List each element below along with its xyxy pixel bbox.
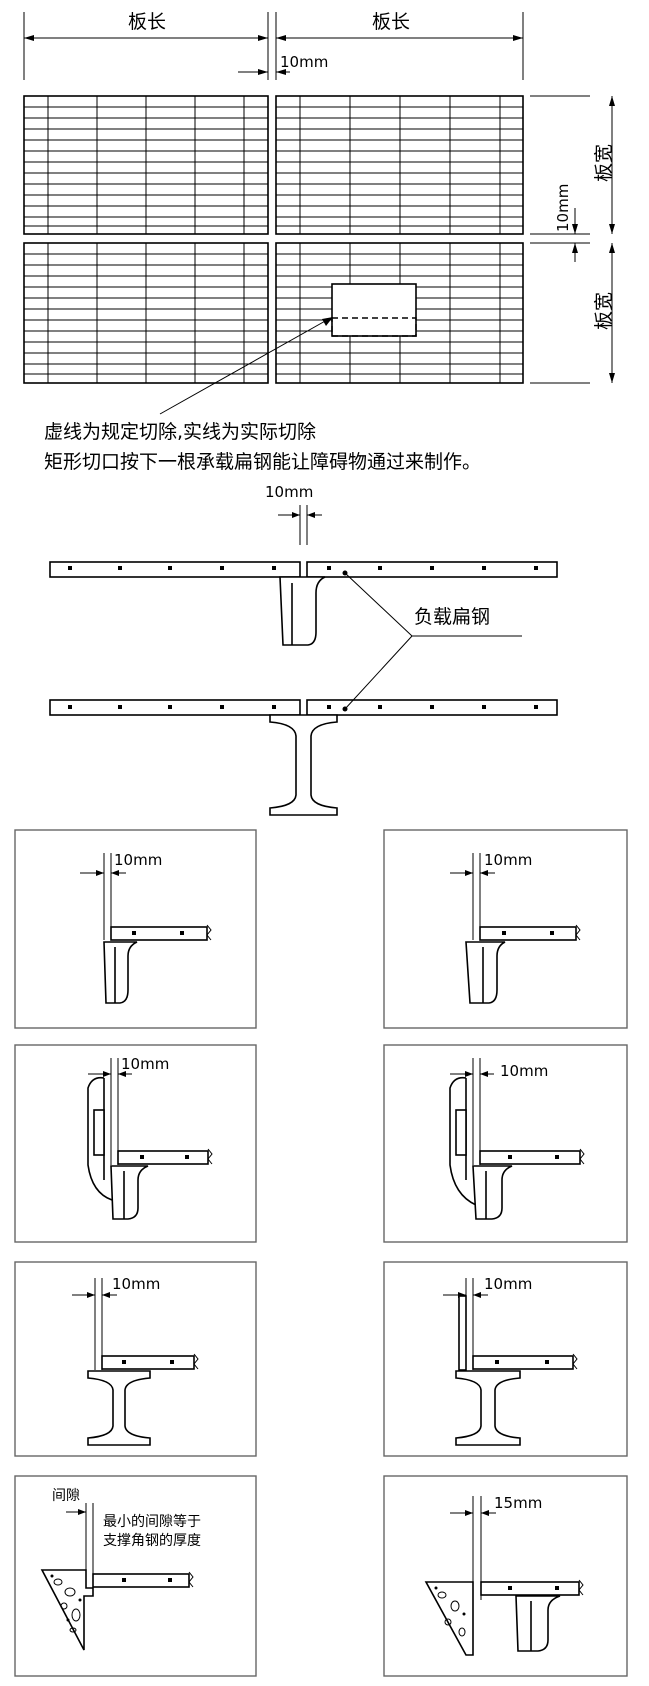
detail-panel: 10mm: [383, 1261, 628, 1457]
detail-gap-label: 15mm: [494, 1494, 542, 1512]
note: 虚线为规定切除,实线为实际切除 矩形切口按下一根承载扁钢能让障碍物通过来制作。: [44, 421, 481, 473]
detail-gap-label: 10mm: [114, 851, 162, 869]
detail-panel: 间隙 最小的间隙等于 支撑角钢的厚度: [14, 1475, 257, 1677]
grating-panel: [23, 95, 269, 235]
detail-gap-label: 10mm: [112, 1275, 160, 1293]
plan-view: 板长 板长 10mm: [23, 11, 615, 415]
gap-label-top: 10mm: [280, 53, 328, 71]
gap-term-label: 间隙: [52, 1488, 80, 1504]
width-label-bottom: 板宽: [593, 292, 615, 330]
detail-gap-label: 10mm: [500, 1062, 548, 1080]
grating-panel-with-cutout: [275, 242, 524, 384]
width-label-top: 板宽: [593, 144, 615, 182]
detail-panel: 10mm: [14, 1044, 257, 1243]
clearance-note-line1: 最小的间隙等于: [103, 1513, 201, 1530]
detail-panel: 15mm: [383, 1475, 628, 1677]
note-line2: 矩形切口按下一根承载扁钢能让障碍物通过来制作。: [44, 451, 481, 473]
detail-gap-label: 10mm: [484, 1275, 532, 1293]
support-section-view: 10mm 负载扁钢: [49, 483, 558, 816]
detail-panel: 10mm: [14, 829, 257, 1029]
detail-panel: 10mm: [14, 1261, 257, 1457]
detail-panel: 10mm: [383, 1044, 628, 1243]
detail-gap-label: 10mm: [484, 851, 532, 869]
detail-gap-label: 10mm: [121, 1055, 169, 1073]
gap-label-side: 10mm: [554, 184, 572, 232]
length-label-right: 板长: [372, 11, 410, 33]
support-gap-label: 10mm: [265, 483, 313, 501]
note-line1: 虚线为规定切除,实线为实际切除: [44, 421, 316, 443]
grating-panel: [23, 242, 269, 384]
length-label-left: 板长: [128, 11, 166, 33]
callout-load-bar: 负载扁钢: [414, 606, 490, 628]
grating-panel: [275, 95, 524, 235]
detail-panel: 10mm: [383, 829, 628, 1029]
clearance-note-line2: 支撑角钢的厚度: [103, 1533, 201, 1549]
